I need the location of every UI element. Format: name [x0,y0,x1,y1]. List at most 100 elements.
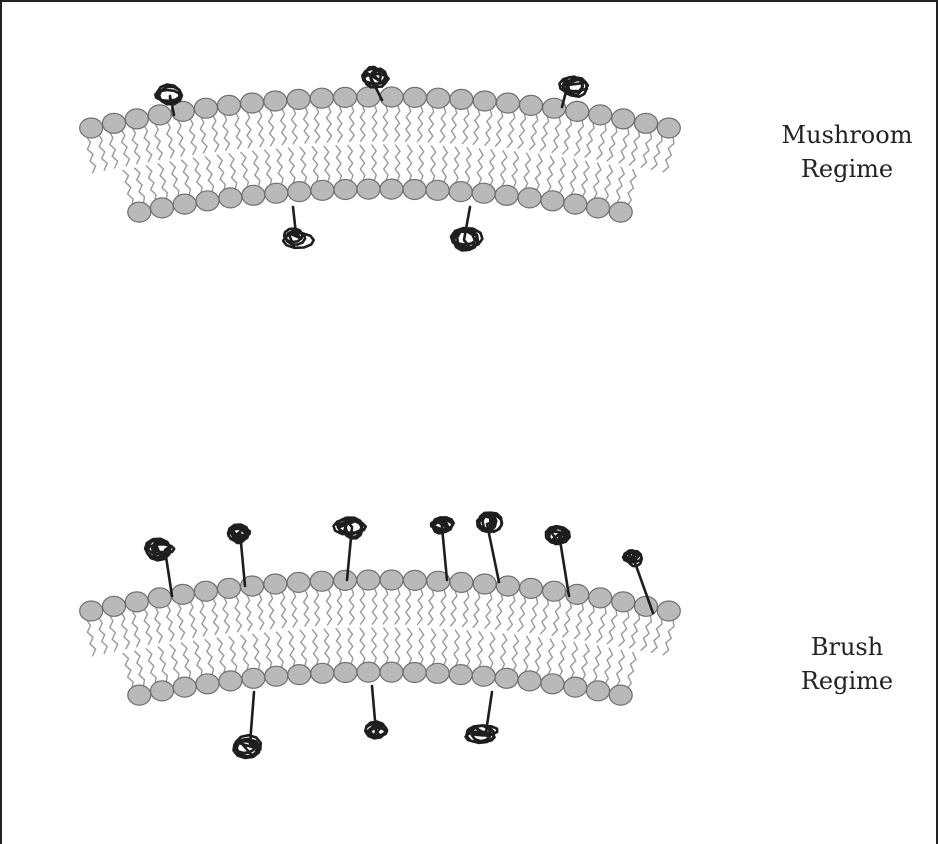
lipid-head [403,180,426,200]
lipid-tail [200,600,207,636]
lipid-head [80,601,103,621]
lipid-head [357,662,380,682]
lipid-tail [258,593,264,629]
lipid-tail [524,153,530,189]
lipid-tail [501,634,507,670]
lipid-head [380,570,403,590]
polymer-coil [451,207,482,250]
lipid-tail [167,122,174,158]
lipid-tail [372,145,377,181]
lipid-head [125,109,148,129]
lipid-tail [372,105,376,141]
lipid-tail [372,588,376,624]
lipid-tail [212,598,219,634]
lipid-tail [451,590,457,626]
lipid-tail [324,146,330,182]
lipid-tail [304,590,309,626]
lipid-head [564,194,587,214]
lipid-head [564,677,587,697]
lipid-tail [594,163,601,199]
lipid-tail [559,158,566,194]
lipid-tail [110,615,118,651]
lipid-tail [652,135,663,170]
lipid-tail [212,115,219,151]
polymer-coil [477,513,502,582]
lipid-tail [419,629,424,665]
lipid-tail [663,620,674,655]
lipid-head [311,663,334,683]
lipid-tail [336,629,341,665]
lipid-tail [324,629,330,665]
lipid-tail [407,145,412,181]
lipid-head [103,596,126,616]
lipid-tail [489,150,495,186]
lipid-tail [122,613,130,649]
lipid-tail [135,168,145,203]
lipid-tail [641,615,651,650]
lipid-tail [547,156,554,192]
lipid-tail [597,124,606,159]
lipid-tail [158,164,167,199]
lipid-tail [300,630,306,666]
lipid-tail [485,593,492,629]
lipid-tail [594,646,601,682]
lipid-tail [451,107,457,143]
lipid-tail [288,148,295,184]
lipid-head [103,113,126,133]
lipid-head [609,685,632,705]
lipid-tail [477,149,483,185]
lipid-head [242,185,265,205]
lipid-tail [630,130,640,165]
lipid-head [518,188,541,208]
lipid-tail [99,135,107,171]
lipid-tail [194,641,203,676]
lipid-head [171,584,194,604]
lipid-head [288,665,311,685]
lipid-tail [395,105,400,141]
lipid-head [194,98,217,118]
lipid-tail [182,160,191,195]
lipid-tail [349,588,354,624]
lipid-tail [585,122,594,157]
lipid-tail [99,618,107,654]
lipid-tail [337,106,342,142]
brush-label-line2: Regime [762,664,932,698]
lipid-tail [229,154,237,190]
lipid-head [473,574,496,594]
lipid-tail [507,112,514,148]
polymer-coil [365,686,387,738]
lipid-tail [605,648,613,684]
lipid-tail [518,113,526,149]
lipid-tail [146,166,156,201]
lipid-tail [530,114,538,150]
lipid-tail [190,601,197,637]
lipid-tail [205,157,213,192]
lipid-tail [269,110,275,146]
lipid-head [472,666,495,686]
lipid-tail [132,128,140,164]
lipid-head [589,105,612,125]
lipid-tail [431,629,436,665]
lipid-tail [360,628,365,664]
lipid-tail [395,628,400,664]
lipid-head [241,93,264,113]
lipid-tail [619,128,629,163]
lipid-head [334,663,357,683]
lipid-tail [246,595,252,631]
lipid-head [427,88,450,108]
lipid-tail [652,618,663,653]
membrane-brush [80,570,681,705]
lipid-tail [563,601,572,636]
lipid-tail [512,152,518,188]
lipid-head [128,202,151,222]
lipid-tail [170,645,179,680]
lipid-head [403,87,426,107]
lipid-tail [454,147,459,183]
lipid-tail [276,149,283,185]
lipid-head [587,681,610,701]
lipid-head [334,180,357,200]
lipid-tail [552,600,560,635]
lipid-head [357,570,380,590]
lipid-tail [217,638,225,674]
